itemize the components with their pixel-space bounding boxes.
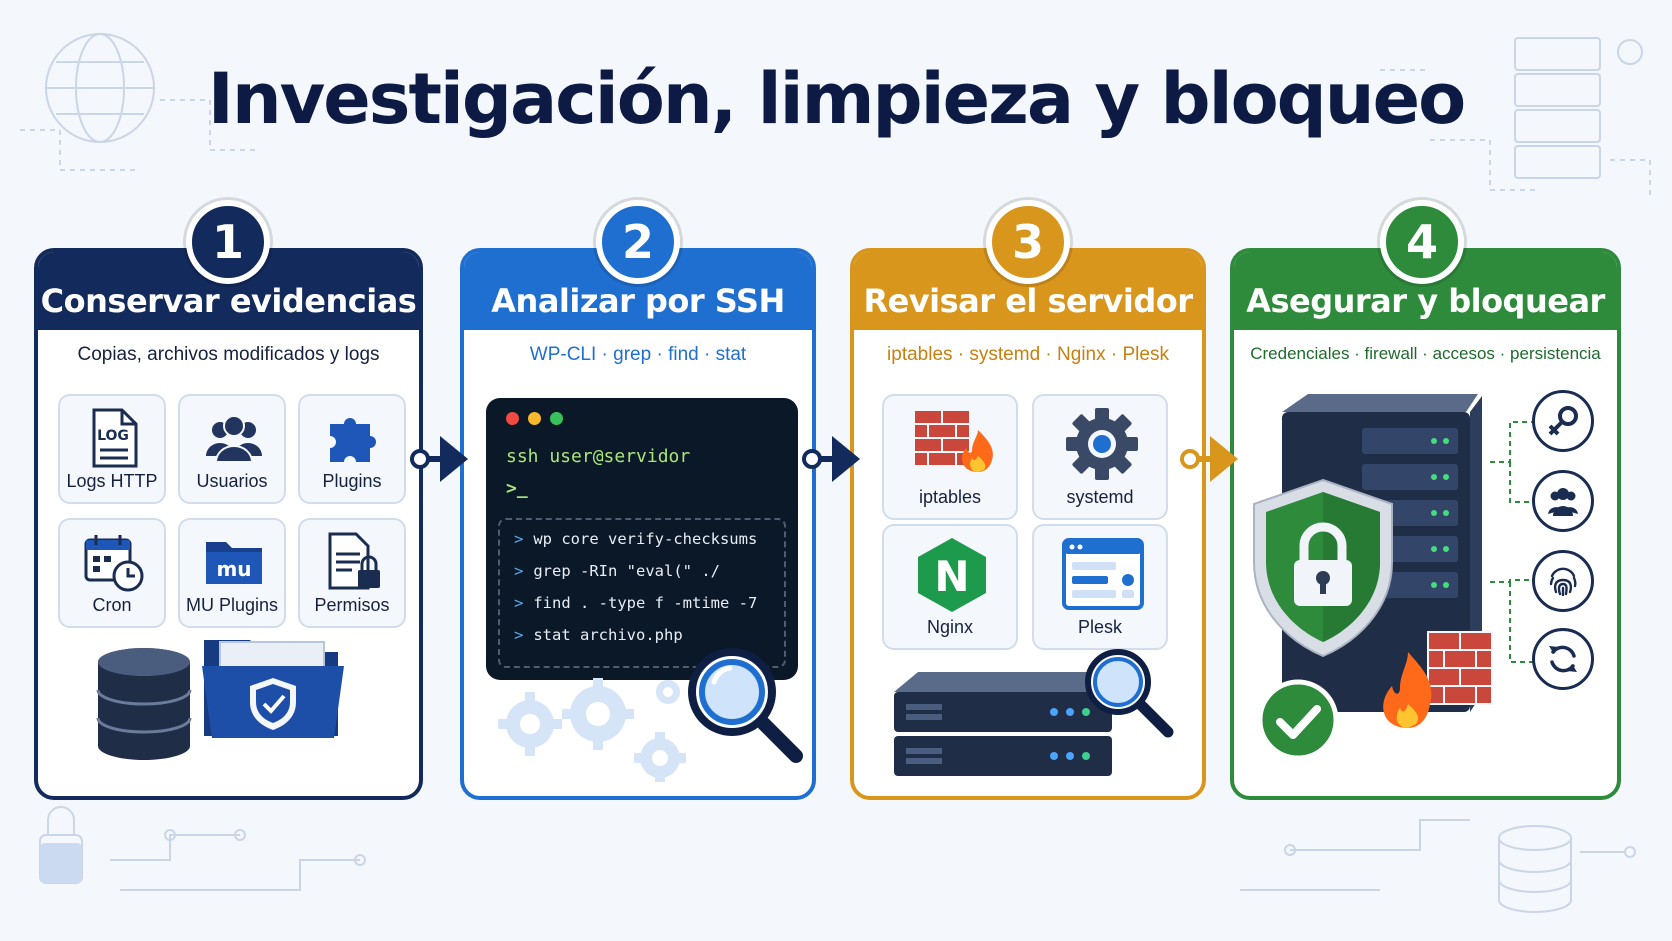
magnifier-icon [1085,649,1174,738]
tile-label: iptables [918,487,982,507]
users-icon [206,415,262,463]
tile-plesk: Plesk [1032,524,1168,650]
key-button[interactable] [1532,390,1594,452]
key-icon [1548,406,1578,436]
mu-tag: mu [216,557,251,581]
terminal-window: ssh user@servidor >_ >wp core verify-che… [486,398,798,680]
plesk-window-icon [1062,538,1144,610]
tile-label: Logs HTTP [66,471,158,491]
step-subtitle-3: iptables · systemd · Nginx · Plesk [887,344,1169,365]
fingerprint-icon [1549,567,1577,597]
terminal-login-line: ssh user@servidor [506,446,691,467]
step-number-2: 2 [596,200,680,284]
magnifier-icon [688,648,803,763]
step-title-1: Conservar evidencias [40,282,417,320]
step-title-4: Asegurar y bloquear [1246,282,1605,320]
connector-lines [1490,421,1536,663]
arrow-connector-2-3 [802,436,860,482]
step-panel-3: Revisar el servidor iptables · systemd ·… [850,248,1206,800]
step-subtitle-2: WP-CLI · grep · find · stat [529,344,747,365]
tile-label: Cron [92,595,132,615]
folder-mu-icon: mu [206,542,262,584]
folder-shield-icon [202,640,344,738]
firewall-icon [1383,631,1493,728]
tile-plugins: Plugins [298,394,406,504]
tile-label: Nginx [926,617,974,637]
step-title-3: Revisar el servidor [863,282,1193,320]
tile-systemd: systemd [1032,394,1168,520]
nginx-letter: N [934,552,969,601]
tile-cron: Cron [58,518,166,628]
command-list: >wp core verify-checksums >grep -RIn "ev… [498,518,786,668]
tile-label: MU Plugins [185,595,279,615]
step-panel-1: Conservar evidencias Copias, archivos mo… [34,248,423,800]
tile-nginx: N Nginx [882,524,1018,650]
command-line: >grep -RIn "eval(" ./ [514,562,720,580]
step-number-1: 1 [186,200,270,284]
command-line: >wp core verify-checksums [514,530,758,548]
step-subtitle-4: Credenciales · firewall · accesos · pers… [1250,344,1601,363]
puzzle-icon [330,418,376,462]
command-line: >stat archivo.php [514,626,683,644]
database-icon [96,648,192,760]
page-title: Investigación, limpieza y bloqueo [207,58,1466,140]
step-number-3: 3 [986,200,1070,284]
users-icon [1548,488,1578,516]
gears-icon [498,678,686,782]
step-panel-2: Analizar por SSH WP-CLI · grep · find · … [460,248,816,800]
fingerprint-button[interactable] [1532,550,1594,612]
refresh-button[interactable] [1532,628,1594,690]
terminal-close-dot [506,412,519,425]
server-icon [894,672,1116,776]
step-title-2: Analizar por SSH [491,282,785,320]
firewall-icon [913,409,993,472]
tile-usuarios: Usuarios [178,394,286,504]
tile-permisos: Permisos [298,518,406,628]
users-button[interactable] [1532,470,1594,532]
tile-logs-http: LOG Logs HTTP [58,394,166,504]
refresh-icon [1549,645,1577,673]
tile-label: systemd [1066,487,1134,507]
gear-icon [1066,408,1138,480]
arrow-connector-1-2 [410,436,468,482]
tile-label: Usuarios [196,471,268,491]
log-tag: LOG [97,428,129,444]
document-lock-icon [328,532,380,590]
log-file-icon: LOG [92,408,138,468]
arrow-connector-3-4 [1180,436,1238,482]
calendar-clock-icon [84,535,144,592]
step-subtitle-1: Copias, archivos modificados y logs [77,344,380,365]
terminal-prompt: >_ [506,478,528,499]
command-line: >find . -type f -mtime -7 [514,594,758,612]
nginx-icon: N [918,538,986,612]
terminal-maximize-dot [550,412,563,425]
shield-lock-icon [1253,478,1393,658]
tile-iptables: iptables [882,394,1018,520]
step-number-4: 4 [1380,200,1464,284]
tile-label: Permisos [314,595,390,615]
tile-label: Plesk [1077,617,1122,637]
tile-mu-plugins: mu MU Plugins [178,518,286,628]
step-panel-4: Asegurar y bloquear Credenciales · firew… [1230,248,1621,800]
checkmark-icon [1257,679,1339,761]
terminal-minimize-dot [528,412,541,425]
step-header-4: Asegurar y bloquear [1234,252,1617,330]
tile-label: Plugins [322,471,382,491]
